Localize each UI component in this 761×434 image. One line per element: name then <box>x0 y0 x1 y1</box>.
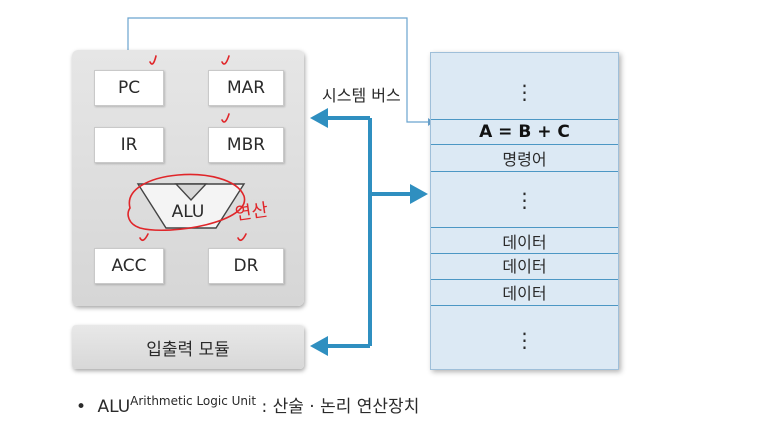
memory-cell-ellipsis: ⋮ <box>514 80 535 104</box>
memory-cell-instruction-expr: A = B + C <box>479 122 570 142</box>
footer-definition-text: : 산술 · 논리 연산장치 <box>256 397 420 417</box>
footer-superscript: Arithmetic Logic Unit <box>130 394 257 408</box>
register-pc: PC <box>94 70 164 106</box>
alu-label: ALU <box>171 202 205 222</box>
memory-cell-data: 데이터 <box>502 257 547 276</box>
alu-shape <box>136 183 246 229</box>
io-module: 입출력 모듈 <box>72 325 304 369</box>
footer-definition: • ALUArithmetic Logic Unit : 산술 · 논리 연산장… <box>76 392 419 417</box>
handwritten-note: 연산 <box>234 200 270 225</box>
register-dr: DR <box>208 248 284 284</box>
register-acc: ACC <box>94 248 164 284</box>
system-bus-label: 시스템 버스 <box>322 86 401 105</box>
memory-cell-ellipsis: ⋮ <box>514 328 535 352</box>
register-ir: IR <box>94 127 164 163</box>
memory-block: ⋮ A = B + C 명령어 ⋮ 데이터 데이터 데이터 ⋮ <box>430 52 619 370</box>
memory-cell-ellipsis: ⋮ <box>514 188 535 212</box>
footer-bullet: • <box>76 397 87 417</box>
cpu-panel: PC MAR IR MBR ACC DR <box>72 50 304 306</box>
register-mar: MAR <box>208 70 284 106</box>
memory-cell-instruction: 명령어 <box>502 150 547 169</box>
memory-cell-data: 데이터 <box>502 284 547 303</box>
memory-cell-data: 데이터 <box>502 233 547 252</box>
footer-term: ALU <box>97 397 131 417</box>
register-mbr: MBR <box>208 127 284 163</box>
